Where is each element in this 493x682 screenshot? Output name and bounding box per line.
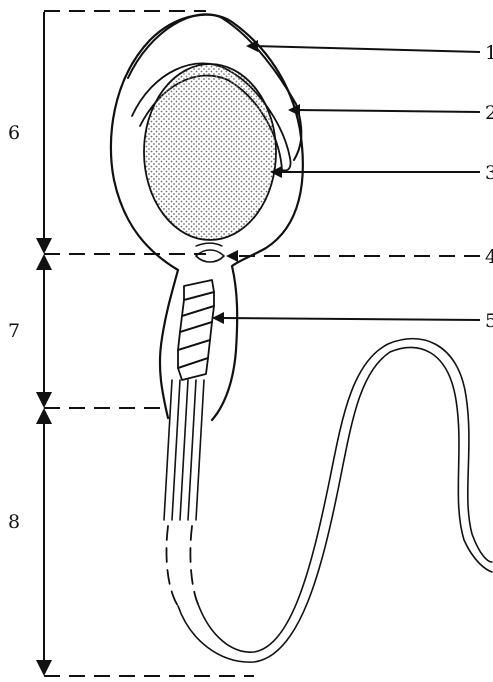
part-label-2: 2 — [485, 102, 493, 124]
part-label-5: 5 — [485, 310, 493, 332]
arrow-head-top-7 — [36, 254, 52, 270]
flagellum-end-piece — [178, 339, 492, 662]
mitochondrial-sheath — [178, 280, 214, 380]
flagellum-proximal — [164, 380, 204, 520]
section-label-6: 6 — [8, 122, 20, 144]
centriole — [196, 250, 224, 262]
part-label-1: 1 — [485, 42, 493, 64]
section-labels: 6 7 8 — [8, 122, 20, 533]
part-label-4: 4 — [485, 246, 493, 268]
arrow-head-top-8 — [36, 408, 52, 424]
section-label-8: 8 — [8, 511, 20, 533]
dimension-arrows — [36, 12, 52, 676]
nucleus — [144, 64, 276, 240]
part-labels: 1 2 3 4 5 — [485, 42, 493, 332]
arrow-head-bottom-6 — [36, 238, 52, 254]
section-label-7: 7 — [8, 320, 20, 342]
part-label-3: 3 — [485, 162, 493, 184]
arrow-head-bottom-7 — [36, 392, 52, 408]
flagellum-dashed-segment — [166, 526, 198, 606]
arrow-head-bottom-8 — [36, 660, 52, 676]
